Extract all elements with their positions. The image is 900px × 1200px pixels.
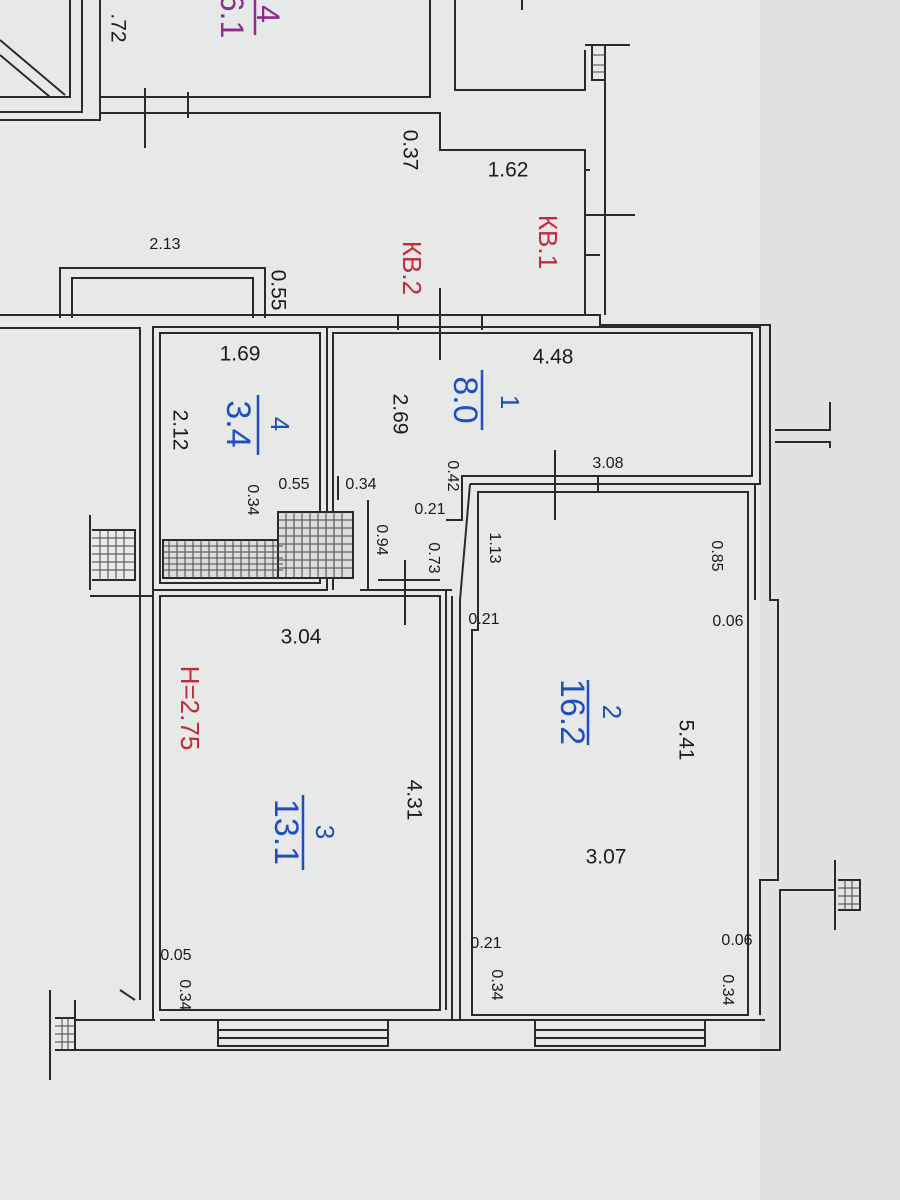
upper-block <box>454 0 586 91</box>
dimension-0-21-c: 0.21 <box>470 935 502 952</box>
room-3-outer <box>90 590 154 1020</box>
dimension-0-94: 0.94 <box>373 524 390 556</box>
room-1-number: 1 <box>495 394 525 410</box>
dimension-0-34-a: 0.34 <box>244 484 261 516</box>
room-3-number: 3 <box>310 824 340 840</box>
dimension-0-34-d: 0.34 <box>488 969 505 1001</box>
room-2-outline <box>471 491 749 1016</box>
ceiling-height-label: H=2.75 <box>175 665 205 751</box>
dimension-3-07: 3.07 <box>585 845 627 869</box>
window-room-3-pane <box>218 1029 388 1039</box>
room-1-area: 8.0 <box>446 376 484 424</box>
dimension-0-55-top: 0.55 <box>266 269 290 311</box>
neighbor-room-number: 4 <box>250 5 286 23</box>
fraction-bars <box>256 370 590 870</box>
hatch-bath-a <box>163 540 283 578</box>
room-1-outer <box>326 326 761 590</box>
room-4-number: 4 <box>265 416 295 432</box>
dimension-0-06-a: 0.06 <box>712 613 744 630</box>
dimension-0-55: 0.55 <box>278 476 310 493</box>
hatch-patterns <box>55 54 860 1050</box>
window-room-3 <box>217 1019 389 1047</box>
room-1-outline <box>332 332 753 590</box>
room-3-area: 13.1 <box>267 798 305 866</box>
bath-fixture-2 <box>277 511 354 579</box>
window-room-2-pane <box>535 1029 705 1039</box>
dimension-0-34-b: 0.34 <box>345 476 377 493</box>
neighbor-wall-top <box>0 0 83 113</box>
room-4-area: 3.4 <box>219 400 257 448</box>
vent-right <box>775 402 831 448</box>
corridor-wall-upper <box>100 0 431 98</box>
vent-left <box>89 515 136 590</box>
dimension-0-06-b: 0.06 <box>721 932 753 949</box>
exterior-top-wall-inner <box>0 327 141 1000</box>
left-stub <box>119 989 136 1001</box>
hatch-bath-b <box>278 512 353 578</box>
neighbor-dimension: .72 <box>106 13 130 43</box>
exterior-top-wall <box>0 314 771 500</box>
neighbor-diagonal <box>0 39 66 96</box>
window-room-2 <box>534 1019 706 1047</box>
dimension-0-85: 0.85 <box>708 540 725 572</box>
hatch-vent-bottom-left <box>55 1018 75 1050</box>
vent-bottom-right <box>834 860 861 930</box>
hatch-vent-left <box>92 530 135 580</box>
hatch-riser <box>592 54 605 73</box>
dimension-1-69: 1.69 <box>219 342 261 366</box>
corridor-wall-lower <box>100 112 586 315</box>
balcony-inner <box>71 277 254 318</box>
walls <box>0 0 861 1080</box>
neighbor-wall-inner <box>0 0 71 98</box>
balcony-outline <box>59 267 266 318</box>
dimension-0-42: 0.42 <box>444 460 461 492</box>
room-2-number: 2 <box>597 704 627 720</box>
dimension-3-04: 3.04 <box>280 625 322 649</box>
dimension-0-34-e: 0.34 <box>719 974 736 1006</box>
dimension-0-73: 0.73 <box>425 542 442 574</box>
room-2-outer <box>459 483 779 1020</box>
neighbor-diagonal-2 <box>0 54 51 98</box>
dimension-4-31: 4.31 <box>402 779 426 821</box>
neighbor-edge <box>0 0 101 121</box>
dimension-5-41: 5.41 <box>674 719 698 761</box>
dimension-1-13: 1.13 <box>486 532 503 564</box>
dimension-2-13: 2.13 <box>149 236 181 253</box>
dimension-2-12: 2.12 <box>168 409 192 451</box>
hatch-vent-right <box>838 880 860 910</box>
dimension-0-05: 0.05 <box>160 947 192 964</box>
room-3-outline <box>159 595 441 1011</box>
dimension-3-08: 3.08 <box>592 455 624 472</box>
dimension-0-21-b: 0.21 <box>468 611 500 628</box>
room-1-tick <box>319 420 599 520</box>
room-2-area: 16.2 <box>553 678 591 746</box>
apartment-label-kv1: КВ.1 <box>533 214 563 270</box>
dimension-2-69: 2.69 <box>388 393 412 435</box>
paper-right-shadow <box>760 0 900 1200</box>
dimension-1-62: 1.62 <box>487 158 529 182</box>
neighbor-room-area: 6.1 <box>214 0 250 39</box>
dimension-0-37: 0.37 <box>398 129 422 171</box>
apartment-label-kv2: КВ.2 <box>397 240 427 296</box>
dimension-0-21-a: 0.21 <box>414 501 446 518</box>
riser-shaft <box>585 44 630 315</box>
dimension-4-48: 4.48 <box>532 345 574 369</box>
dimension-0-34-c: 0.34 <box>176 979 193 1011</box>
corridor-tick-3 <box>378 560 440 625</box>
riser-wall-2 <box>585 169 600 256</box>
